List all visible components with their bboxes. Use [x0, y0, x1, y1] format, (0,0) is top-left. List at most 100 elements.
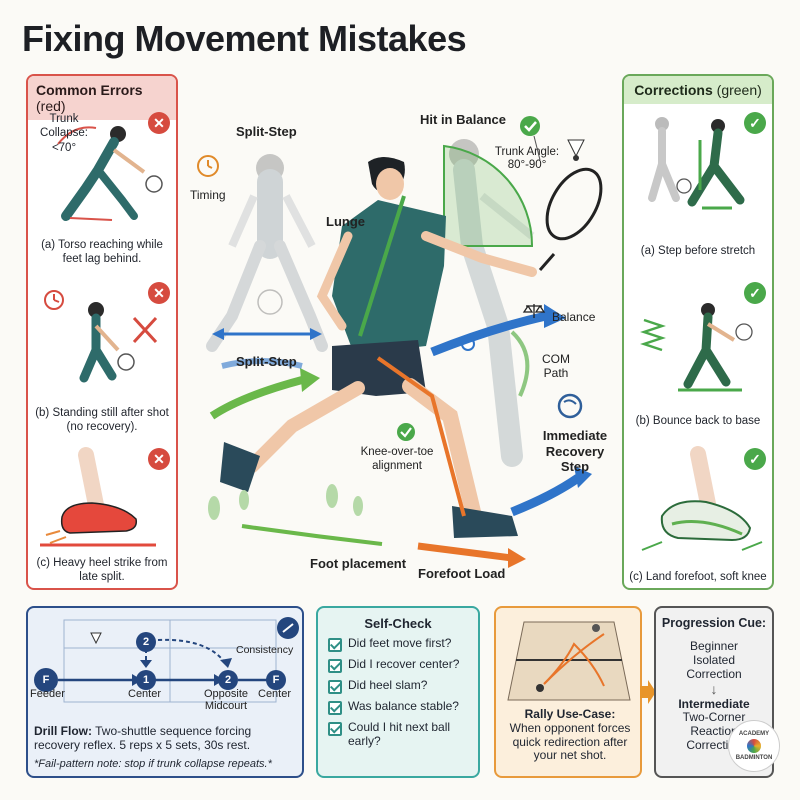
- timing-label: Timing: [190, 188, 226, 202]
- logo-mark-icon: [747, 739, 761, 753]
- correct-caption-c: (c) Land forefoot, soft knee: [629, 571, 767, 583]
- feeder-label: Feeder: [30, 688, 65, 700]
- scale-icon: [522, 304, 546, 318]
- drill-node-f-end: F: [266, 670, 286, 690]
- split-step-bottom-label: Split-Step: [236, 354, 297, 369]
- drill-flow-body: Two-shuttle sequence forcing recovery re…: [34, 724, 252, 753]
- immediate-recovery-label: Immediate Recovery Step: [542, 428, 608, 475]
- progression-title: Progression Cue:: [661, 616, 767, 630]
- opposite-midcourt-label: Opposite Midcourt: [203, 688, 249, 713]
- consistency-label: Consistency: [236, 644, 294, 656]
- checkbox-checked-icon: [328, 722, 342, 736]
- logo-bottom-text: BADMINTON: [735, 755, 773, 761]
- knee-over-toe-label: Knee-over-toe alignment: [360, 446, 434, 472]
- errors-heading-note: (red): [36, 98, 66, 114]
- shuttlecock-icon: [567, 139, 585, 161]
- self-check-item: Did feet move first?: [328, 636, 478, 652]
- checkbox-checked-icon: [328, 638, 342, 652]
- arrow-down-icon: ↓: [710, 681, 718, 698]
- corrections-heading: Corrections (green): [624, 76, 772, 104]
- foot-placement-label: Foot placement: [310, 556, 407, 571]
- error-caption-a: (a) Torso reaching while feet lag behind…: [41, 239, 163, 266]
- error-x-icon-b: ✕: [148, 282, 170, 304]
- self-check-heading: Self-Check: [364, 616, 432, 631]
- logo-top-text: ACADEMY: [738, 731, 770, 737]
- torso-reaching-figure: [57, 126, 163, 221]
- self-check-text: Could I hit next ball early?: [348, 720, 451, 748]
- error-caption-c: (c) Heavy heel strike from late split.: [36, 557, 168, 584]
- drill-node-2b: 2: [218, 670, 238, 690]
- self-check-panel: Self-Check Did feet move first? Did I re…: [316, 606, 480, 778]
- recovery-icon: [557, 393, 583, 419]
- center-end-label: Center: [258, 688, 292, 700]
- feeder-node: F: [34, 668, 58, 692]
- bounce-back-figure: [640, 303, 753, 392]
- intermediate-title: Intermediate: [678, 697, 750, 712]
- hit-in-balance-label: Hit in Balance: [420, 112, 506, 127]
- self-check-item: Did heel slam?: [328, 678, 478, 694]
- rally-text-block: Rally Use-Case: When opponent forces qui…: [502, 707, 638, 763]
- timer-icon: [197, 155, 219, 177]
- self-check-item: Did I recover center?: [328, 657, 478, 673]
- correct-check-icon-c: ✓: [744, 448, 766, 470]
- split-step-ghost-figure: [206, 154, 328, 352]
- corrections-heading-text: Corrections: [634, 82, 713, 98]
- forefoot-load-label: Forefoot Load: [418, 566, 506, 581]
- self-check-text: Was balance stable?: [348, 699, 459, 713]
- checkbox-checked-icon: [328, 659, 342, 673]
- fail-pattern-note: *Fail-pattern note: stop if trunk collap…: [34, 758, 272, 770]
- com-path-label: COM Path: [542, 352, 570, 381]
- correct-check-icon-a: ✓: [744, 112, 766, 134]
- corrections-heading-note: (green): [716, 82, 762, 98]
- step-before-stretch-figure: [648, 117, 745, 210]
- errors-illustrations: [40, 126, 163, 547]
- checkbox-checked-icon: [328, 680, 342, 694]
- correct-caption-a: (a) Step before stretch: [640, 245, 756, 257]
- self-check-item: Was balance stable?: [328, 699, 478, 715]
- self-check-text: Did feet move first?: [348, 636, 452, 650]
- intermediate-text: Two-Corner Reaction Correction: [682, 710, 746, 752]
- error-x-icon-a: ✕: [148, 112, 170, 134]
- hit-balance-ghost-figure: [449, 139, 535, 467]
- self-check-text: Did I recover center?: [348, 657, 460, 671]
- drill-flow-text: Drill Flow: Two-shuttle sequence forcing…: [34, 724, 300, 753]
- shuttle-icon: [90, 632, 102, 645]
- trunk-collapse-label: Trunk Collapse: <70°: [40, 113, 88, 154]
- errors-heading-text: Common Errors: [36, 82, 143, 98]
- split-step-top-label: Split-Step: [236, 124, 297, 139]
- rally-court-diagram: [507, 621, 631, 701]
- correct-caption-b: (b) Bounce back to base: [635, 415, 761, 427]
- corrections-illustrations: [640, 117, 763, 551]
- self-check-text: Did heel slam?: [348, 678, 428, 692]
- drill-node-2a: 2: [136, 632, 156, 652]
- standing-still-figure: [44, 290, 158, 383]
- rally-use-case-panel: Rally Use-Case: When opponent forces qui…: [494, 606, 642, 778]
- rally-text: When opponent forces quick redirection a…: [509, 720, 631, 763]
- error-caption-b: (b) Standing still after shot (no recove…: [35, 407, 169, 434]
- forefoot-landing-figure: [641, 446, 763, 551]
- lunge-player-figure: [220, 135, 603, 538]
- center-illustration: [197, 116, 603, 568]
- arrow-right-icon: [640, 680, 656, 704]
- drill-node-1: 1: [136, 670, 156, 690]
- error-x-icon-c: ✕: [148, 448, 170, 470]
- heel-strike-figure: [40, 447, 156, 547]
- rally-title: Rally Use-Case:: [524, 707, 616, 721]
- drill-flow-title: Drill Flow:: [34, 724, 92, 738]
- checkbox-checked-icon: [328, 701, 342, 715]
- drill-flow-panel: F 2 1 2 F Feeder Center Opposite Midcour…: [26, 606, 304, 778]
- common-errors-heading: Common Errors (red): [28, 76, 176, 120]
- balance-check-icon: [520, 116, 540, 136]
- beginner-label: Beginner Isolated Correction: [686, 639, 742, 681]
- knee-check-icon: [397, 423, 415, 441]
- self-check-item: Could I hit next ball early?: [328, 720, 478, 749]
- balance-label: Balance: [552, 310, 596, 324]
- page-title: Fixing Movement Mistakes: [22, 18, 467, 59]
- drill-court-diagram: [58, 617, 299, 703]
- trunk-line: [358, 195, 406, 337]
- trunk-angle-label: Trunk Angle: 80°-90°: [494, 146, 560, 172]
- correct-check-icon-b: ✓: [744, 282, 766, 304]
- center-label: Center: [128, 688, 162, 700]
- lunge-label: Lunge: [326, 214, 365, 229]
- academy-logo: ACADEMY BADMINTON: [728, 720, 780, 772]
